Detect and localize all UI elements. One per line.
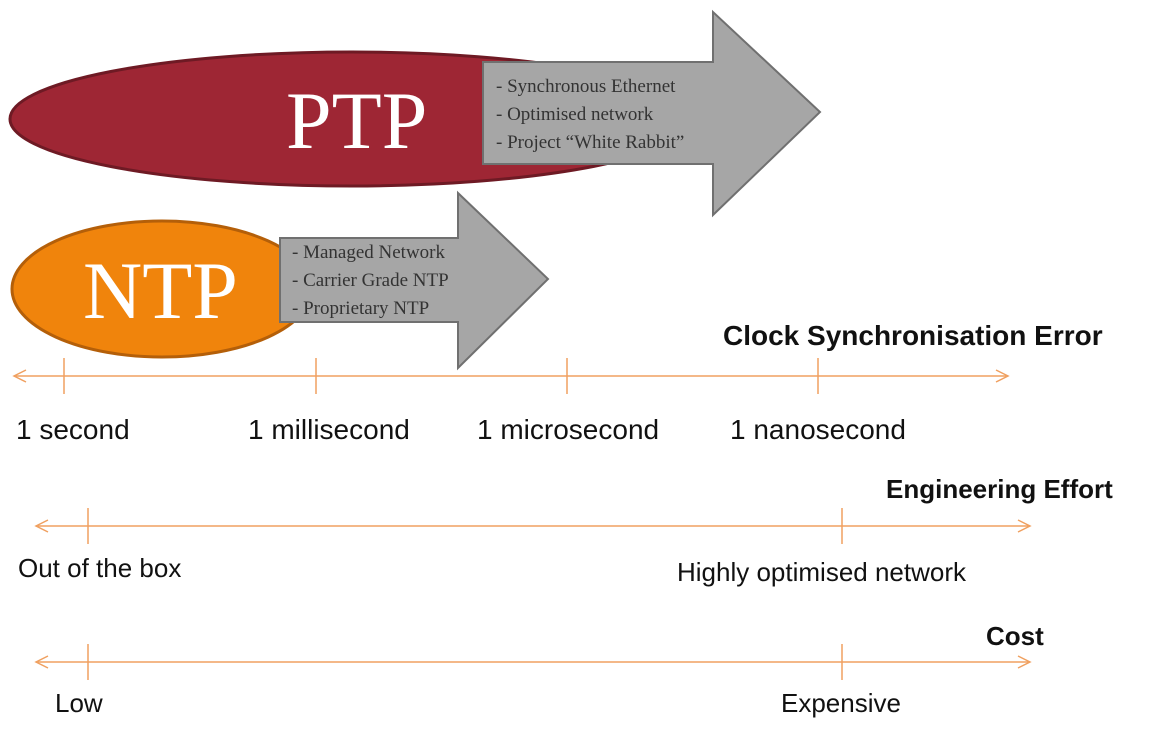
clock-scale-title: Clock Synchronisation Error <box>723 320 1103 351</box>
clock-tick-label-nanosecond: 1 nanosecond <box>730 414 906 445</box>
ntp-improvement-list: - Managed Network - Carrier Grade NTP - … <box>292 239 449 323</box>
clock-tick-label-millisecond: 1 millisecond <box>248 414 410 445</box>
ptp-improvement-list: - Synchronous Ethernet - Optimised netwo… <box>496 73 684 157</box>
cost-tick-label-low: Low <box>55 688 103 718</box>
ntp-label: NTP <box>83 245 238 336</box>
ntp-improvement-arrow <box>279 190 550 371</box>
ptp-item: - Optimised network <box>496 104 654 125</box>
ntp-item: - Carrier Grade NTP <box>292 270 449 291</box>
ntp-item: - Managed Network <box>292 242 446 263</box>
effort-tick-label-low: Out of the box <box>18 553 182 583</box>
clock-tick-label-microsecond: 1 microsecond <box>477 414 660 445</box>
cost-scale-line <box>34 644 1032 680</box>
ptp-improvement-arrow <box>482 9 822 218</box>
effort-scale-title: Engineering Effort <box>886 474 1113 504</box>
clock-error-scale-line <box>12 358 1010 394</box>
cost-scale-title: Cost <box>986 621 1044 651</box>
ptp-item: - Synchronous Ethernet <box>496 76 676 97</box>
clock-tick-label-second: 1 second <box>16 414 130 445</box>
effort-scale-line <box>34 508 1032 544</box>
cost-tick-label-high: Expensive <box>781 688 901 718</box>
ptp-item: - Project “White Rabbit” <box>496 132 685 153</box>
effort-tick-label-high: Highly optimised network <box>677 557 967 587</box>
ptp-label: PTP <box>286 75 428 166</box>
ntp-item: - Proprietary NTP <box>292 298 430 319</box>
